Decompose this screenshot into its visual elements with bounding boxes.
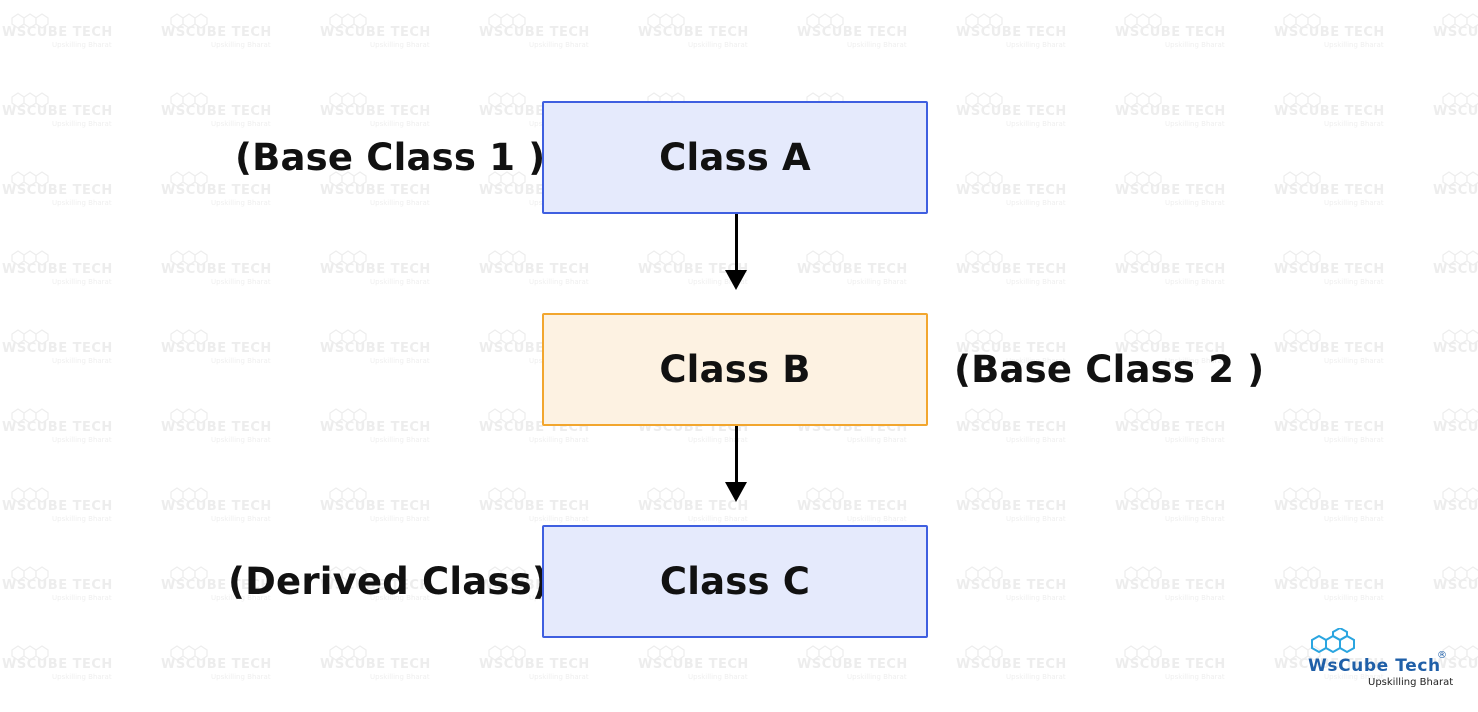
registered-mark: ® xyxy=(1437,650,1447,661)
class-b-box: Class B xyxy=(542,313,928,426)
class-a-label: Class A xyxy=(659,136,811,179)
hexagon-logo-icon xyxy=(1311,628,1355,654)
logo-name-part2: Tech xyxy=(1395,656,1441,676)
arrow-b-to-c xyxy=(725,426,747,502)
class-b-label: Class B xyxy=(659,348,811,391)
class-a-box: Class A xyxy=(542,101,928,214)
arrow-a-to-b xyxy=(725,214,747,290)
wscube-tech-logo: WsCube Tech ® Upskilling Bharat xyxy=(1306,628,1456,690)
base-class-1-label: (Base Class 1 ) xyxy=(235,136,546,179)
logo-wordmark: WsCube Tech xyxy=(1308,656,1441,676)
logo-name-part1: WsCube xyxy=(1308,656,1389,676)
logo-tagline: Upskilling Bharat xyxy=(1368,677,1454,688)
class-c-label: Class C xyxy=(659,560,811,603)
class-c-box: Class C xyxy=(542,525,928,638)
base-class-2-label: (Base Class 2 ) xyxy=(954,348,1265,391)
derived-class-label: (Derived Class) xyxy=(228,560,549,603)
